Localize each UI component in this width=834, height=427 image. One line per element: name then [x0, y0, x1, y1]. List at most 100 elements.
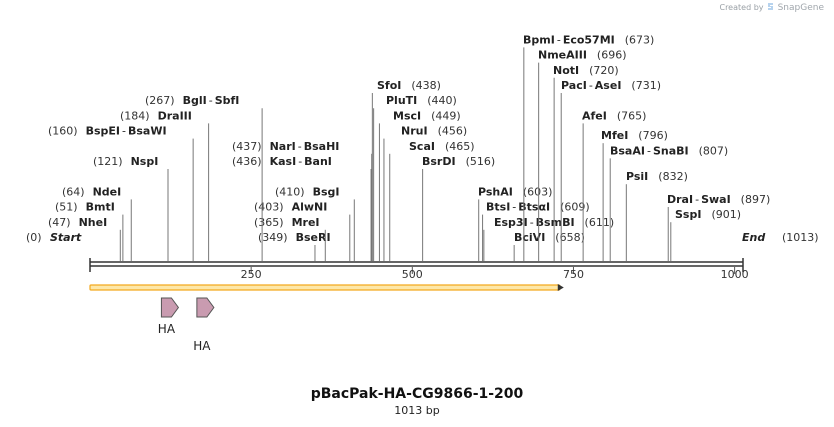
ha-tag-arrow-icon — [196, 297, 215, 318]
enzyme-name: SfoI — [377, 79, 401, 92]
orf-feature-bar — [89, 284, 561, 291]
enzyme-name: SbfI — [215, 94, 240, 107]
enzyme-site: BciVI(658) — [513, 231, 585, 261]
ruler-tick-label: 500 — [402, 268, 423, 281]
enzyme-position: (765) — [617, 109, 647, 122]
enzyme-position: (807) — [699, 144, 729, 157]
enzyme-site: (121) NspI — [93, 155, 169, 261]
enzyme-site: (184) DraIII — [120, 109, 210, 261]
enzyme-name: BseRI — [296, 231, 331, 244]
enzyme-position: (64) — [62, 185, 85, 198]
enzyme-site: NruI (456) — [383, 125, 468, 261]
enzyme-site: BsrDI (516) — [422, 155, 495, 261]
enzyme-position: (365) — [254, 216, 284, 229]
enzyme-position: (184) — [120, 109, 150, 122]
end-label: End — [742, 231, 765, 244]
enzyme-name: Eco57MI — [563, 33, 615, 46]
end-position-label: (1013) — [782, 231, 819, 244]
enzyme-name: NruI — [401, 125, 428, 138]
enzyme-name: MfeI — [601, 129, 628, 142]
orf-arrow-icon — [557, 284, 564, 291]
enzyme-site: SspI (901) — [670, 208, 741, 261]
enzyme-site: PshAI (603) — [478, 185, 552, 261]
enzyme-separator: - — [647, 144, 651, 157]
enzyme-site: (403)AlwNI — [254, 201, 351, 261]
enzyme-name: NotI — [553, 64, 579, 77]
enzyme-site: ScaI(465) — [389, 140, 475, 261]
ha-tag-label: HA — [158, 322, 176, 336]
enzyme-name: SwaI — [701, 193, 731, 206]
enzyme-site: (349) BseRI — [258, 231, 331, 261]
enzyme-position: (897) — [741, 193, 771, 206]
enzyme-name: BsrDI — [422, 155, 456, 168]
enzyme-separator: - — [298, 155, 302, 168]
enzyme-name: PsiI — [626, 170, 648, 183]
enzyme-position: (51) — [55, 201, 78, 214]
enzyme-separator: - — [512, 201, 516, 214]
enzyme-site: Esp3I - BsmBI(611) — [483, 216, 615, 261]
enzyme-name: MscI — [393, 109, 421, 122]
enzyme-name: BsaHI — [304, 140, 340, 153]
ha-tag-feature: HA — [193, 297, 215, 353]
start-label: Start — [50, 231, 82, 244]
enzyme-name: NmeAIII — [538, 49, 587, 62]
enzyme-name: AlwNI — [292, 201, 328, 214]
ruler-tick-label: 250 — [241, 268, 262, 281]
enzyme-name: DraI — [667, 193, 693, 206]
snapgene-logo-icon — [767, 2, 774, 11]
enzyme-position: (720) — [589, 64, 619, 77]
enzyme-name: PluTI — [386, 94, 417, 107]
enzyme-name: BsaWI — [128, 125, 167, 138]
enzyme-name: Esp3I — [494, 216, 528, 229]
enzyme-position: (673) — [625, 33, 655, 46]
enzyme-separator: - — [589, 79, 593, 92]
enzyme-site: PacI - AseI(731) — [560, 79, 661, 261]
enzyme-name: SnaBI — [653, 144, 689, 157]
enzyme-site: BsaAI - SnaBI (807) — [609, 144, 729, 261]
enzyme-site: MfeI (796) — [601, 129, 668, 261]
enzyme-position: (516) — [466, 155, 496, 168]
enzyme-position: (609) — [560, 201, 590, 214]
enzyme-position: (410) — [275, 185, 305, 198]
enzyme-separator: - — [695, 193, 699, 206]
enzyme-position: (796) — [638, 129, 668, 142]
enzyme-name: DraIII — [158, 109, 192, 122]
enzyme-name: PshAI — [478, 185, 513, 198]
enzyme-position: (456) — [438, 125, 468, 138]
enzyme-site: NmeAIII (696) — [538, 49, 627, 261]
enzyme-site: (365) MreI — [254, 216, 326, 261]
enzyme-site: (410)BsgI — [275, 185, 355, 261]
enzyme-separator: - — [298, 140, 302, 153]
enzyme-position: (603) — [523, 185, 553, 198]
enzyme-name: BpmI — [523, 33, 555, 46]
enzyme-name: MreI — [292, 216, 320, 229]
enzyme-separator: - — [557, 33, 561, 46]
enzyme-name: BtsαI — [518, 201, 550, 214]
enzyme-name: KasI — [270, 155, 297, 168]
ruler-tick-label: 750 — [563, 268, 584, 281]
enzyme-position: (832) — [658, 170, 688, 183]
enzyme-position: (696) — [597, 49, 627, 62]
enzyme-site: (51)BmtI — [55, 201, 124, 261]
enzyme-name: NheI — [79, 216, 108, 229]
enzyme-site: AfeI(765) — [582, 109, 646, 261]
ha-tag-feature: HA — [158, 297, 180, 336]
enzyme-position: (436) — [232, 155, 262, 168]
enzyme-site: (47)NheI — [48, 216, 121, 261]
enzyme-position: (121) — [93, 155, 123, 168]
enzyme-name: BspEI — [86, 125, 120, 138]
enzyme-position: (611) — [585, 216, 615, 229]
enzyme-name: NspI — [131, 155, 159, 168]
enzyme-site: SfoI(438) — [371, 79, 441, 261]
enzyme-name: BsaAI — [610, 144, 645, 157]
enzyme-position: (349) — [258, 231, 288, 244]
enzyme-site: (437)NarI - BsaHI — [232, 140, 373, 261]
enzyme-site: (64)NdeI — [62, 185, 132, 261]
enzyme-name: SspI — [675, 208, 701, 221]
enzyme-position: (901) — [711, 208, 741, 221]
watermark-prefix: Created by — [719, 3, 764, 12]
enzyme-position: (160) — [48, 125, 78, 138]
enzyme-separator: - — [122, 125, 126, 138]
enzyme-name: PacI — [561, 79, 587, 92]
